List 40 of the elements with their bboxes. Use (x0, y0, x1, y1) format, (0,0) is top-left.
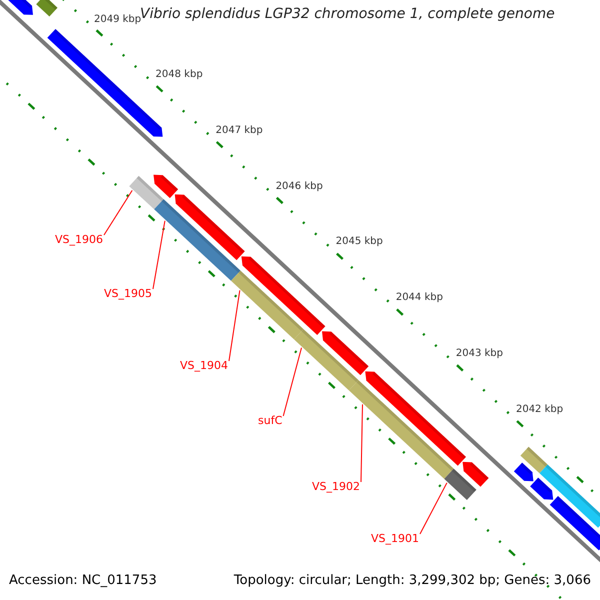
scale-label: 2049 kbp (94, 14, 142, 26)
gene-label: sufC (258, 414, 282, 428)
gene-block (530, 478, 554, 500)
gene-block (241, 256, 326, 335)
gene-bar (520, 446, 548, 474)
gene-block (322, 331, 369, 376)
gene-label: VS_1906 (55, 233, 104, 246)
gene-block (174, 194, 245, 260)
gene-block (154, 174, 178, 198)
leader-line (282, 347, 302, 416)
gene-bar (540, 464, 600, 528)
gene-bar (231, 270, 304, 340)
gene-bar (129, 176, 164, 210)
gene-label: VS_1902 (312, 480, 360, 494)
leader-line (152, 220, 166, 290)
gene-bar (348, 380, 454, 479)
leader-line (104, 190, 133, 236)
leader-line (420, 482, 448, 534)
accession-text: Accession: NC_011753 (9, 573, 157, 589)
scale-label: 2044 kbp (396, 292, 443, 304)
gene-label: VS_1901 (371, 532, 420, 546)
scale-label: 2046 kbp (276, 180, 323, 193)
map-title: Vibrio splendidus LGP32 chromosome 1, complete genome (140, 6, 555, 22)
gene-label: VS_1904 (180, 359, 228, 372)
gene-block (365, 371, 466, 466)
scale-label: 2043 kbp (456, 348, 504, 360)
gene-label: VS_1905 (104, 287, 152, 300)
genome-info-text: Topology: circular; Length: 3,299,302 bp; Genes: 3,066 (234, 573, 591, 589)
scale-label: 2048 kbp (156, 68, 203, 81)
scale-label: 2042 kbp (516, 404, 564, 416)
leader-line (360, 404, 363, 482)
gene-bar (294, 329, 358, 390)
gene-block (462, 462, 489, 487)
gene-bar (444, 468, 476, 500)
gene-bar (36, 0, 58, 16)
gene-bar (550, 496, 600, 550)
gene-block (514, 462, 534, 482)
gene-bar (154, 199, 240, 281)
scale-label: 2045 kbp (336, 236, 383, 248)
scale-label: 2047 kbp (216, 124, 263, 137)
